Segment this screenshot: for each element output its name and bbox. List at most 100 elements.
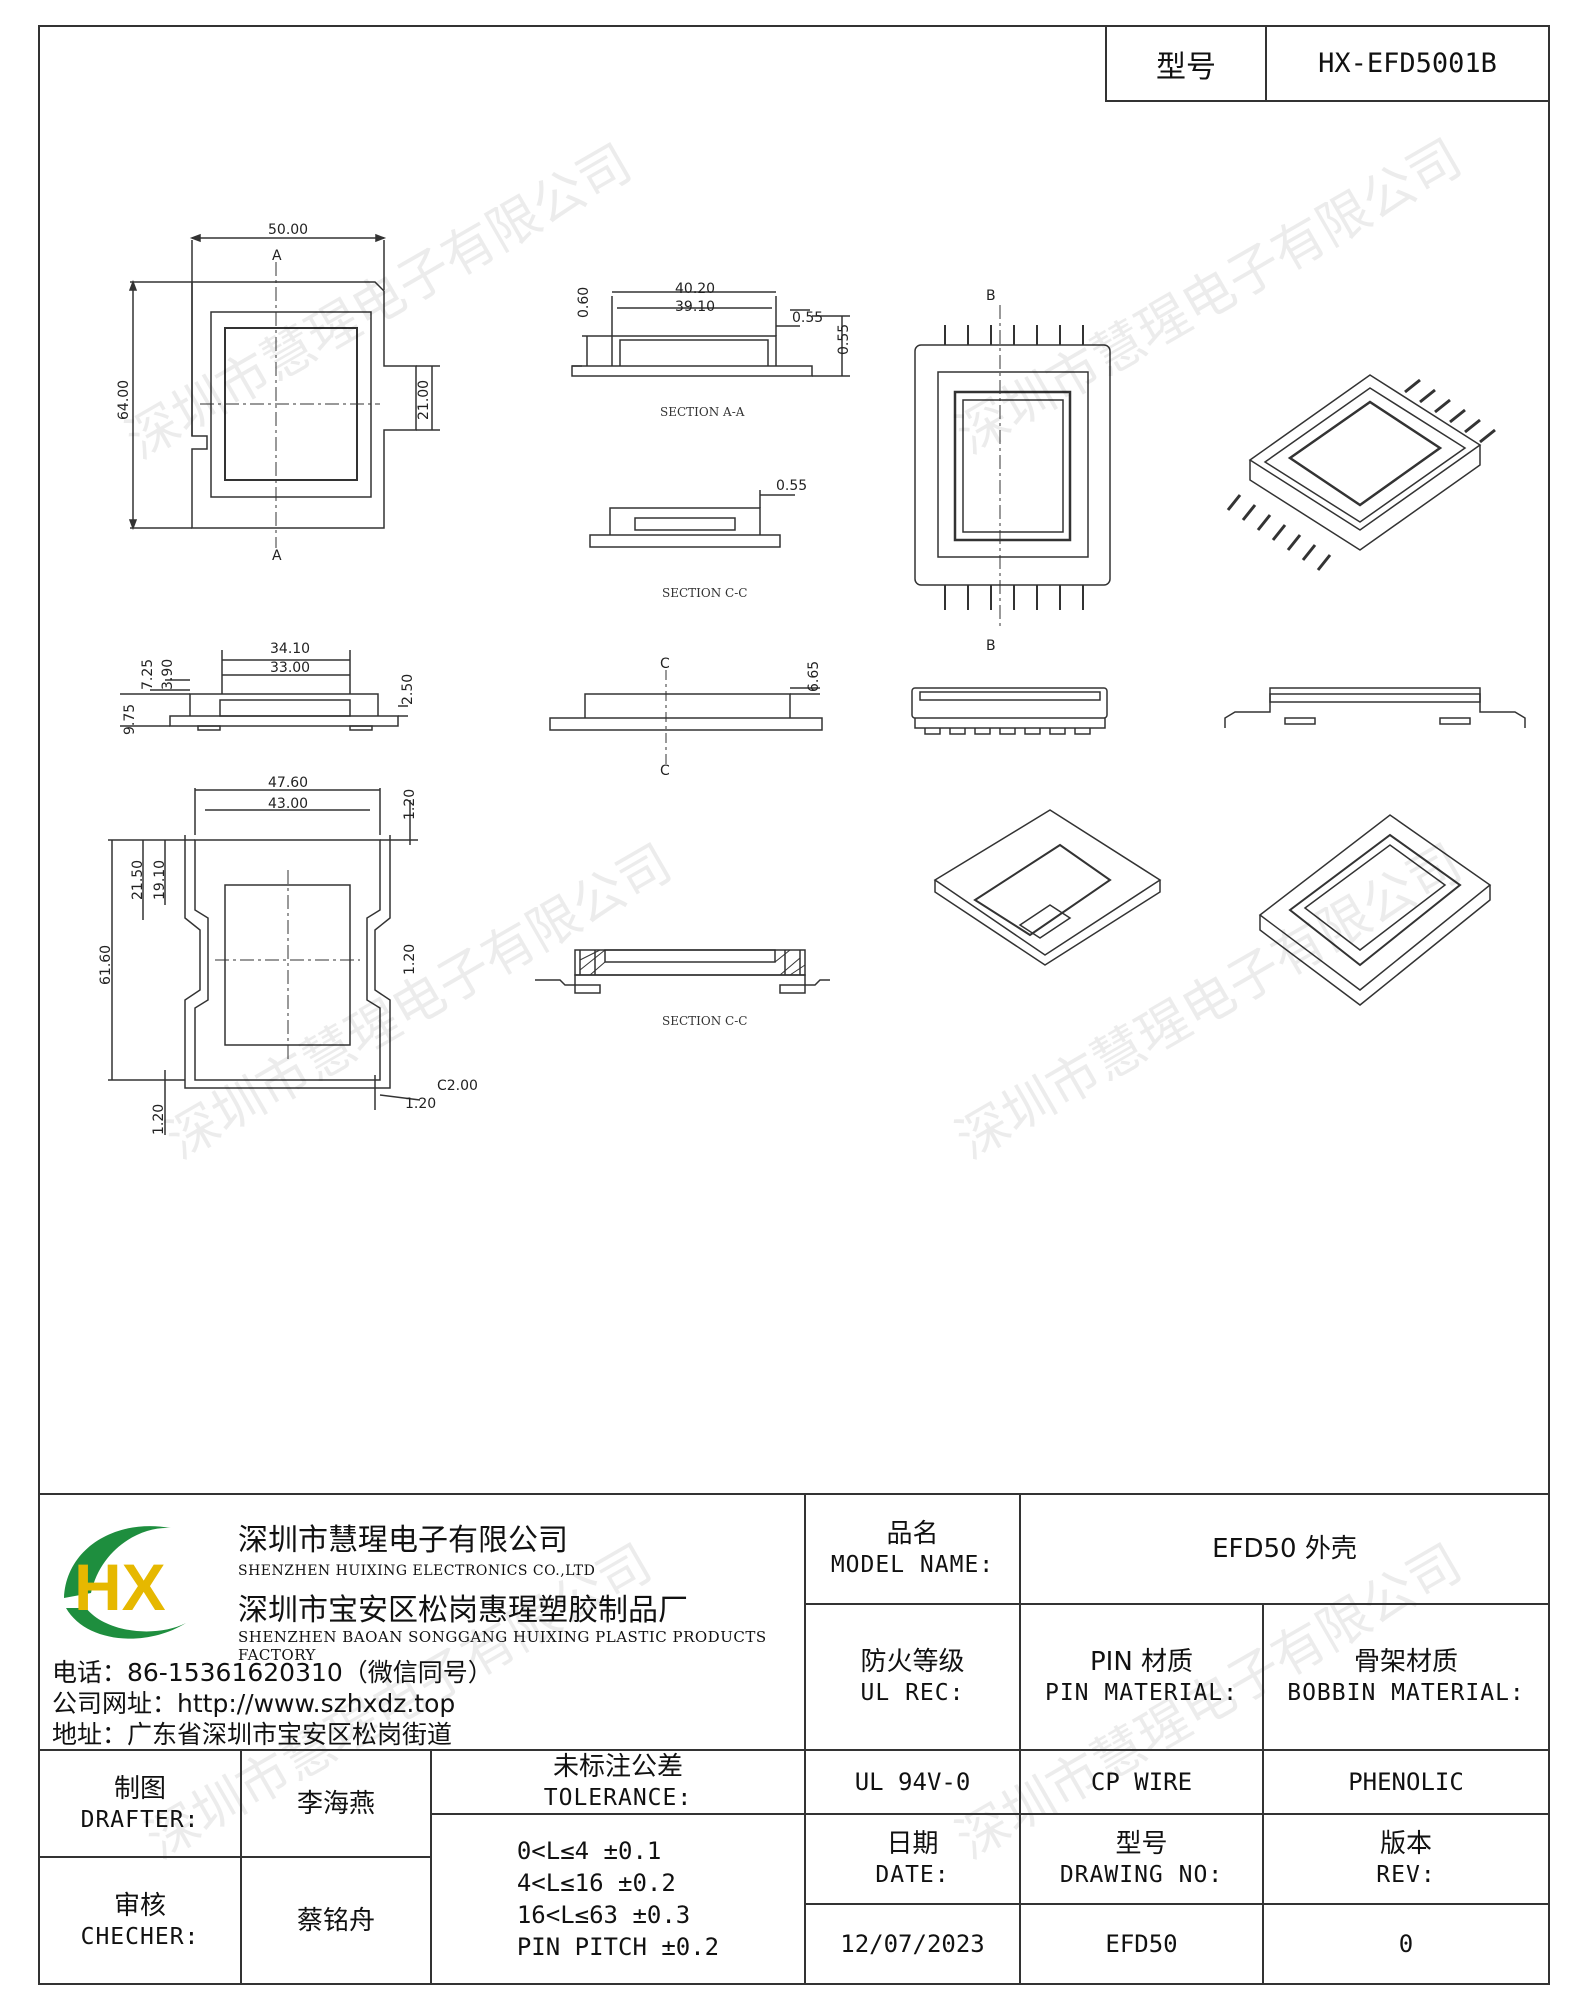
- tolerance-line: 0<L≤4 ±0.1: [516, 1837, 662, 1865]
- bobbin-material-label-en: BOBBIN MATERIAL:: [1287, 1680, 1525, 1706]
- date-label: 日期 DATE:: [804, 1813, 1021, 1905]
- marker-b-top: B: [986, 288, 996, 304]
- tolerance-line: 16<L≤63 ±0.3: [516, 1901, 691, 1929]
- fire-rating-value-text: UL 94V-0: [854, 1768, 971, 1796]
- section-cc-view-1: [589, 490, 795, 548]
- watermark-1: 深圳市慧瑆电子有限公司: [117, 133, 642, 471]
- drawing-no-label: 型号 DRAWING NO:: [1019, 1813, 1264, 1905]
- drawing-no-label-en: DRAWING NO:: [1059, 1862, 1224, 1888]
- tolerance-line: PIN PITCH ±0.2: [516, 1933, 720, 1961]
- section-cc-label-2: SECTION C-C: [662, 1014, 747, 1028]
- drafter-value: 李海燕: [240, 1749, 432, 1858]
- logo-text: HX: [74, 1550, 166, 1624]
- company-name-cn: 深圳市慧瑆电子有限公司: [238, 1523, 568, 1558]
- watermark-2: 深圳市慧瑆电子有限公司: [947, 128, 1472, 466]
- drawing-no-value-text: EFD50: [1105, 1930, 1178, 1958]
- section-aa-view: [571, 291, 850, 377]
- watermark-4: 深圳市慧瑆电子有限公司: [947, 833, 1472, 1171]
- bobbin-material-label-cn: 骨架材质: [1353, 1647, 1458, 1677]
- bottom-view: [108, 788, 421, 1135]
- pin-material-label: PIN 材质 PIN MATERIAL:: [1019, 1603, 1264, 1751]
- top-view: [128, 233, 440, 548]
- pin-material-label-cn: PIN 材质: [1089, 1647, 1194, 1677]
- dim-2-50: 2.50: [400, 674, 416, 705]
- dim-61-60: 61.60: [98, 945, 114, 985]
- iso-view-pins: [1226, 374, 1496, 571]
- drafter-name: 李海燕: [296, 1788, 375, 1819]
- model-name-label-en: MODEL NAME:: [830, 1552, 995, 1578]
- model-label: 型号: [1107, 27, 1267, 100]
- dim-0-60: 0.60: [576, 287, 592, 318]
- dim-19-10: 19.10: [152, 860, 168, 900]
- dim-0-55-a: 0.55: [792, 310, 823, 326]
- fire-rating-label-cn: 防火等级: [860, 1647, 965, 1677]
- drafter-label-en: DRAFTER:: [80, 1806, 200, 1833]
- iso-view-cover: [933, 809, 1162, 966]
- fire-rating-value: UL 94V-0: [804, 1749, 1021, 1815]
- model-name-value-text: EFD50 外壳: [1212, 1534, 1357, 1564]
- company-address: 地址：广东省深圳市宝安区松岗街道: [52, 1720, 453, 1749]
- marker-c-bottom: C: [660, 763, 670, 779]
- checker-label: 审核 CHECHER:: [38, 1856, 242, 1985]
- bobbin-material-label: 骨架材质 BOBBIN MATERIAL:: [1262, 1603, 1550, 1751]
- dim-c2: C2.00: [437, 1078, 478, 1094]
- dim-33-00: 33.00: [270, 660, 310, 676]
- drawing-no-value: EFD50: [1019, 1903, 1264, 1985]
- fire-rating-label-en: UL REC:: [860, 1680, 965, 1706]
- bobbin-material-value-text: PHENOLIC: [1348, 1768, 1464, 1796]
- marker-c-top: C: [660, 656, 670, 672]
- dim-7-25: 7.25: [140, 659, 156, 690]
- section-cc-label-1: SECTION C-C: [662, 586, 747, 600]
- bobbin-material-value: PHENOLIC: [1262, 1749, 1550, 1815]
- model-name-label-cn: 品名: [886, 1519, 939, 1549]
- date-label-en: DATE:: [875, 1862, 950, 1888]
- model-name-value: EFD50 外壳: [1019, 1493, 1550, 1605]
- dim-0-55-b: 0.55: [836, 324, 852, 355]
- dim-50: 50.00: [268, 222, 308, 238]
- dim-6-65: 6.65: [806, 661, 822, 692]
- dim-1-20-d: 1.20: [405, 1096, 436, 1112]
- date-label-cn: 日期: [886, 1829, 939, 1859]
- dim-0-55-c: 0.55: [776, 478, 807, 494]
- dim-21: 21.00: [416, 380, 432, 420]
- pin-material-value-text: CP WIRE: [1090, 1768, 1193, 1796]
- checker-label-cn: 审核: [113, 1890, 166, 1921]
- marker-a-bottom: A: [272, 548, 282, 564]
- drafter-label: 制图 DRAFTER:: [38, 1749, 242, 1858]
- tolerance-header: 未标注公差 TOLERANCE:: [430, 1749, 806, 1815]
- dim-64: 64.00: [116, 380, 132, 420]
- revision-value: 0: [1262, 1903, 1550, 1985]
- revision-value-text: 0: [1398, 1930, 1414, 1958]
- dim-1-20-a: 1.20: [402, 789, 418, 820]
- section-aa-label: SECTION A-A: [660, 405, 745, 419]
- checker-value: 蔡铭舟: [240, 1856, 432, 1985]
- iso-view-frame: [1258, 814, 1492, 1006]
- model-name-label: 品名 MODEL NAME:: [804, 1493, 1021, 1605]
- company-name-en: SHENZHEN HUIXING ELECTRONICS CO.,LTD: [238, 1563, 596, 1579]
- drawing-no-label-cn: 型号: [1115, 1829, 1168, 1859]
- revision-label-en: REV:: [1376, 1862, 1436, 1888]
- company-website: 公司网址：http://www.szhxdz.top: [52, 1689, 456, 1718]
- watermark-3: 深圳市慧瑆电子有限公司: [157, 833, 682, 1171]
- dim-39-10: 39.10: [675, 299, 715, 315]
- dim-3-90: 3.90: [160, 659, 176, 690]
- dim-43-00: 43.00: [268, 796, 308, 812]
- dim-1-20-c: 1.20: [151, 1104, 167, 1135]
- pin-side-view: [911, 687, 1108, 735]
- dim-34-10: 34.10: [270, 641, 310, 657]
- company-info: HX 深圳市慧瑆电子有限公司 SHENZHEN HUIXING ELECTRON…: [38, 1493, 806, 1749]
- dim-47-60: 47.60: [268, 775, 308, 791]
- company-logo: HX: [64, 1526, 186, 1639]
- section-cc-view-2: [535, 949, 830, 994]
- tolerance-line: 4<L≤16 ±0.2: [516, 1869, 676, 1897]
- fire-rating-label: 防火等级 UL REC:: [804, 1603, 1021, 1751]
- date-value-text: 12/07/2023: [840, 1930, 985, 1958]
- right-side-view: [1224, 687, 1526, 728]
- dim-9-75: 9.75: [122, 704, 138, 735]
- date-value: 12/07/2023: [804, 1903, 1021, 1985]
- title-block: HX 深圳市慧瑆电子有限公司 SHENZHEN HUIXING ELECTRON…: [38, 1493, 1550, 1985]
- checker-name: 蔡铭舟: [296, 1905, 375, 1936]
- revision-label-cn: 版本: [1379, 1829, 1432, 1859]
- checker-label-en: CHECHER:: [80, 1923, 200, 1950]
